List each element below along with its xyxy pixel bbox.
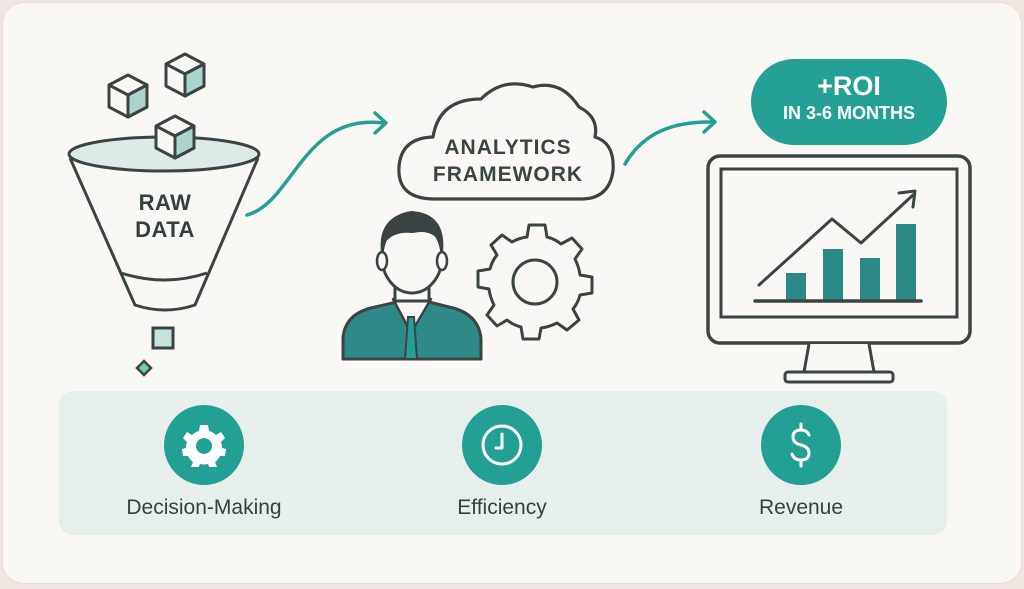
- roi-badge-title: +ROI: [817, 71, 881, 101]
- roi-badge-subtitle: IN 3-6 MONTHS: [782, 103, 915, 123]
- cloud-icon: [397, 82, 615, 201]
- benefits-panel: Decision-Making Efficiency Revenue: [59, 391, 947, 535]
- data-cube-icon: [164, 52, 206, 98]
- raw-data-label: RAW DATA: [135, 190, 195, 242]
- benefit-icon-circle: [462, 405, 542, 485]
- benefit-label: Revenue: [758, 496, 844, 519]
- data-cube-icon: [107, 73, 149, 119]
- benefit-label: Decision-Making: [126, 496, 282, 519]
- benefit-decision-making: Decision-Making: [94, 405, 314, 521]
- analytics-framework-label: ANALYTICS FRAMEWORK: [432, 136, 584, 186]
- benefit-efficiency: Efficiency: [392, 405, 612, 521]
- benefit-revenue: Revenue: [691, 405, 911, 521]
- clock-icon: [481, 424, 523, 466]
- funnel-illustration: [67, 52, 972, 384]
- flow-arrow-icon: [245, 120, 385, 217]
- benefit-icon-circle: [164, 405, 244, 485]
- flow-arrow-icon: [623, 120, 715, 166]
- dollar-icon: [790, 422, 811, 468]
- gear-icon: [182, 425, 226, 467]
- data-cube-icon: [154, 114, 196, 160]
- benefit-label: Efficiency: [457, 496, 547, 519]
- roi-badge: +ROI IN 3-6 MONTHS: [751, 59, 947, 145]
- benefit-icon-circle: [761, 405, 841, 485]
- monitor-chart-icon: [706, 154, 972, 384]
- gear-icon: [476, 223, 594, 341]
- person-avatar-icon: [341, 211, 483, 361]
